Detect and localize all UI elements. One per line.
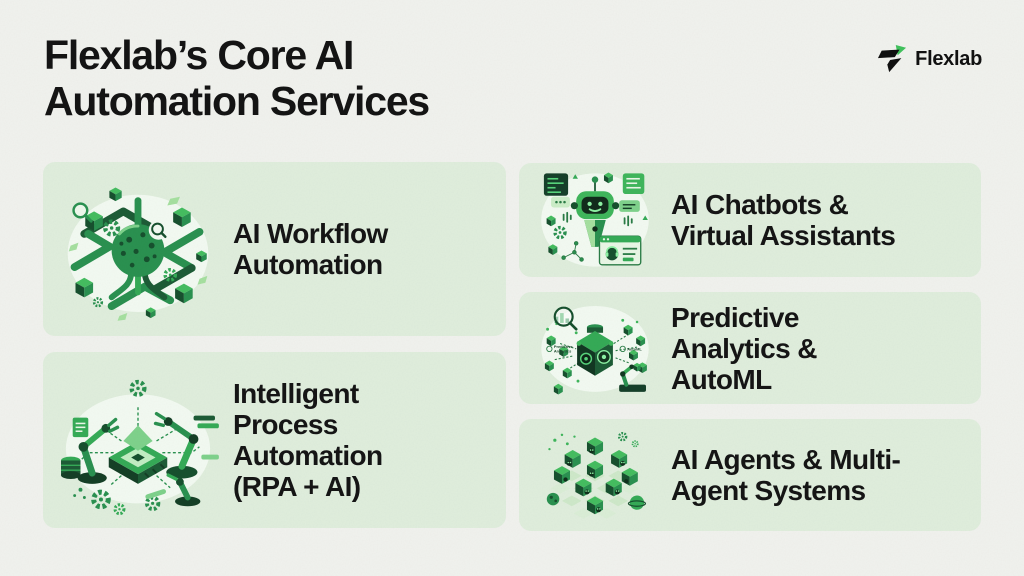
- svg-text:AutoML: AutoML: [627, 347, 642, 352]
- card-title-intelligent-process-automation: Intelligent Process Automation (RPA + AI…: [233, 378, 383, 502]
- page-title-line2: Automation Services: [44, 78, 430, 124]
- card-ai-agents-multi-agent-systems: AI Agents & Multi- Agent Systems: [519, 419, 981, 531]
- card-title-ai-chatbots-virtual-assistants: AI Chatbots & Virtual Assistants: [671, 189, 896, 251]
- rpa-chip-robot-arms-illustration: [43, 363, 233, 517]
- predictive-analytics-cube-illustration: Predictive Analytics AutoML: [519, 297, 671, 399]
- card-title-ai-agents-multi-agent-systems: AI Agents & Multi- Agent Systems: [671, 444, 901, 506]
- page-title: Flexlab’s Core AI Automation Services: [44, 32, 430, 124]
- card-ai-workflow-automation: AI Workflow Automation: [43, 162, 506, 336]
- svg-text:Analytics: Analytics: [554, 348, 572, 353]
- multi-agent-cubes-illustration: [519, 424, 671, 526]
- flexlab-logo-icon: [878, 44, 907, 73]
- page-title-line1: Flexlab’s Core AI: [44, 32, 354, 78]
- workflow-network-illustration: [43, 173, 233, 325]
- chatbot-robot-illustration: [519, 168, 671, 272]
- brand-logo: Flexlab: [877, 44, 982, 74]
- card-intelligent-process-automation: Intelligent Process Automation (RPA + AI…: [43, 352, 506, 528]
- card-title-ai-workflow-automation: AI Workflow Automation: [233, 218, 388, 280]
- card-ai-chatbots-virtual-assistants: AI Chatbots & Virtual Assistants: [519, 163, 981, 277]
- card-predictive-analytics-automl: Predictive Analytics AutoML Predictive A…: [519, 292, 981, 404]
- brand-name: Flexlab: [915, 47, 982, 70]
- card-title-predictive-analytics-automl: Predictive Analytics & AutoML: [671, 301, 818, 395]
